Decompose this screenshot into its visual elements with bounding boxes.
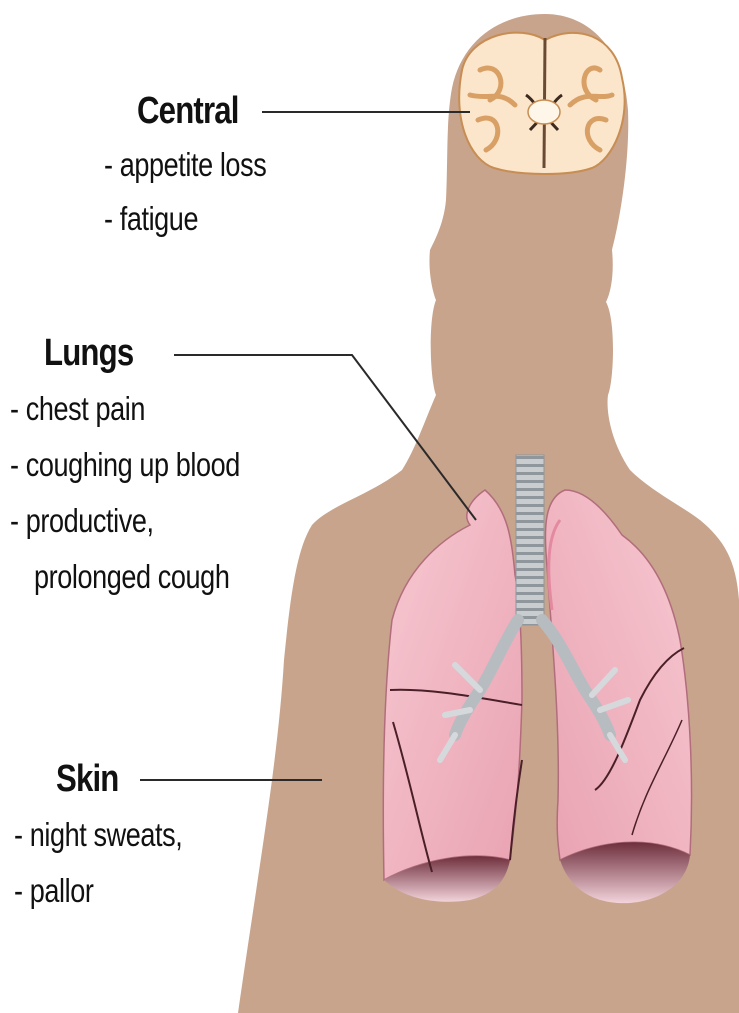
brain-illustration bbox=[459, 33, 624, 174]
skin-heading: Skin bbox=[56, 758, 119, 801]
skin-item-pallor: - pallor bbox=[14, 874, 93, 907]
central-heading: Central bbox=[137, 90, 239, 133]
lungs-item-coughing-blood: - coughing up blood bbox=[10, 448, 240, 481]
central-item-fatigue: - fatigue bbox=[104, 202, 198, 235]
lungs-heading: Lungs bbox=[44, 332, 133, 375]
lungs-item-chest-pain: - chest pain bbox=[10, 392, 145, 425]
lungs-item-productive: - productive, bbox=[10, 504, 154, 537]
lungs-item-prolonged-cough: prolonged cough bbox=[34, 560, 229, 593]
skin-item-night-sweats: - night sweats, bbox=[14, 818, 182, 851]
central-item-appetite: - appetite loss bbox=[104, 148, 266, 181]
